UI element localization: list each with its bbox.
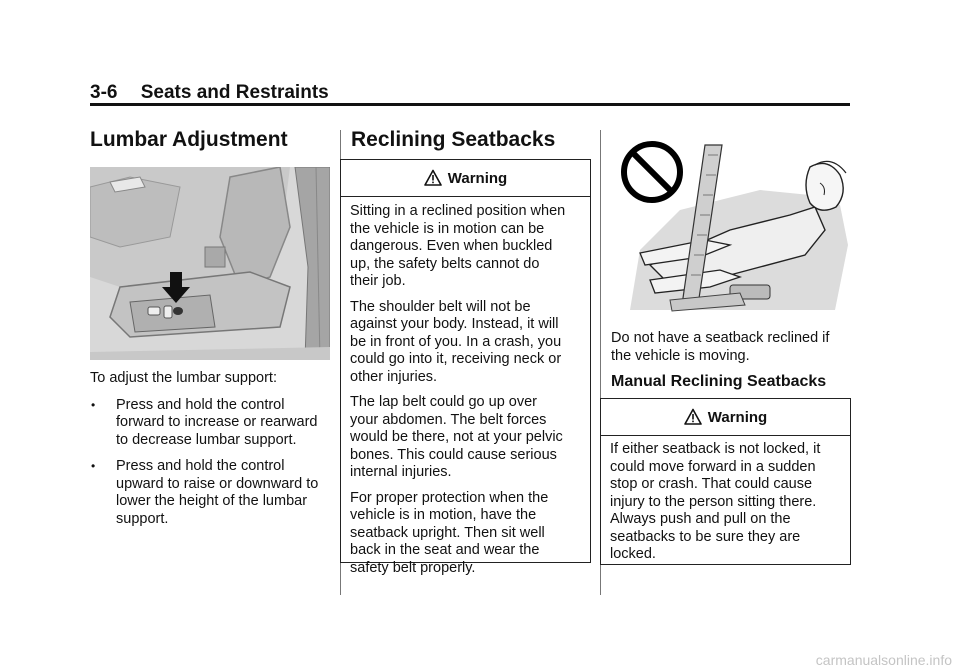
- manual-reclining-title: Manual Reclining Seatbacks: [611, 373, 827, 390]
- reclining-column: Reclining Seatbacks: [351, 128, 591, 152]
- warning-label: Warning: [707, 408, 768, 426]
- bullet-line: Press and hold the control: [116, 396, 285, 413]
- bullet-line: to decrease lumbar support.: [116, 431, 297, 448]
- bullet-line: support.: [116, 510, 169, 527]
- warning-triangle-icon: [683, 408, 702, 426]
- caption-text: Do not have a seatback reclined if the v…: [611, 330, 830, 364]
- warning-header: Warning: [601, 399, 850, 436]
- warning-paragraph: The shoulder belt will not be against yo…: [350, 298, 562, 385]
- warning-paragraph: If either seatback is not locked, it cou…: [610, 441, 821, 562]
- page-number: 3-6: [90, 82, 118, 103]
- bullet-line: upward to raise or downward to: [116, 475, 319, 492]
- bullet-glyph: •: [91, 459, 96, 473]
- warning-paragraph: Sitting in a reclined position when the …: [350, 203, 566, 289]
- lumbar-text: To adjust the lumbar support: • Press an…: [90, 370, 335, 537]
- column-divider-2: [600, 130, 601, 595]
- manual-reclining-warning-box: Warning If either seatback is not locked…: [600, 398, 851, 565]
- list-item: • Press and hold the control forward to …: [90, 397, 335, 450]
- warning-paragraph: For proper protection when the vehicle i…: [350, 489, 549, 576]
- lumbar-column: Lumbar Adjustment: [90, 128, 330, 152]
- reclining-title: Reclining Seatbacks: [351, 128, 556, 151]
- bullet-line: lower the height of the lumbar: [116, 493, 308, 509]
- lumbar-title: Lumbar Adjustment: [90, 128, 288, 151]
- lumbar-seat-illustration: [90, 167, 330, 360]
- warning-paragraph: The lap belt could go up over your abdom…: [350, 394, 563, 480]
- header-rule: [90, 103, 850, 106]
- warning-body: If either seatback is not locked, it cou…: [601, 436, 850, 564]
- manual-reclining-heading: Manual Reclining Seatbacks: [611, 372, 851, 392]
- warning-label: Warning: [447, 169, 508, 187]
- warning-triangle-icon: [423, 169, 442, 187]
- lumbar-intro: To adjust the lumbar support:: [90, 370, 277, 386]
- reclining-warning-box: Warning Sitting in a reclined position w…: [340, 159, 591, 576]
- warning-body: Sitting in a reclined position when the …: [341, 197, 590, 577]
- watermark: carmanualsonline.info: [815, 652, 952, 668]
- bullet-line: Press and hold the control: [116, 458, 285, 474]
- lumbar-bullet-list: • Press and hold the control forward to …: [90, 397, 335, 529]
- page-header: 3-6 Seats and Restraints: [90, 82, 329, 104]
- list-item: • Press and hold the control upward to r…: [90, 458, 335, 528]
- bullet-line: forward to increase or rearward: [116, 414, 318, 430]
- prohibited-icon: [621, 141, 683, 203]
- reclining-caption: Do not have a seatback reclined if the v…: [611, 330, 851, 365]
- reclined-occupant-illustration: [610, 135, 850, 315]
- section-title: Seats and Restraints: [140, 82, 329, 103]
- warning-header: Warning: [341, 160, 590, 197]
- bullet-glyph: •: [91, 397, 96, 412]
